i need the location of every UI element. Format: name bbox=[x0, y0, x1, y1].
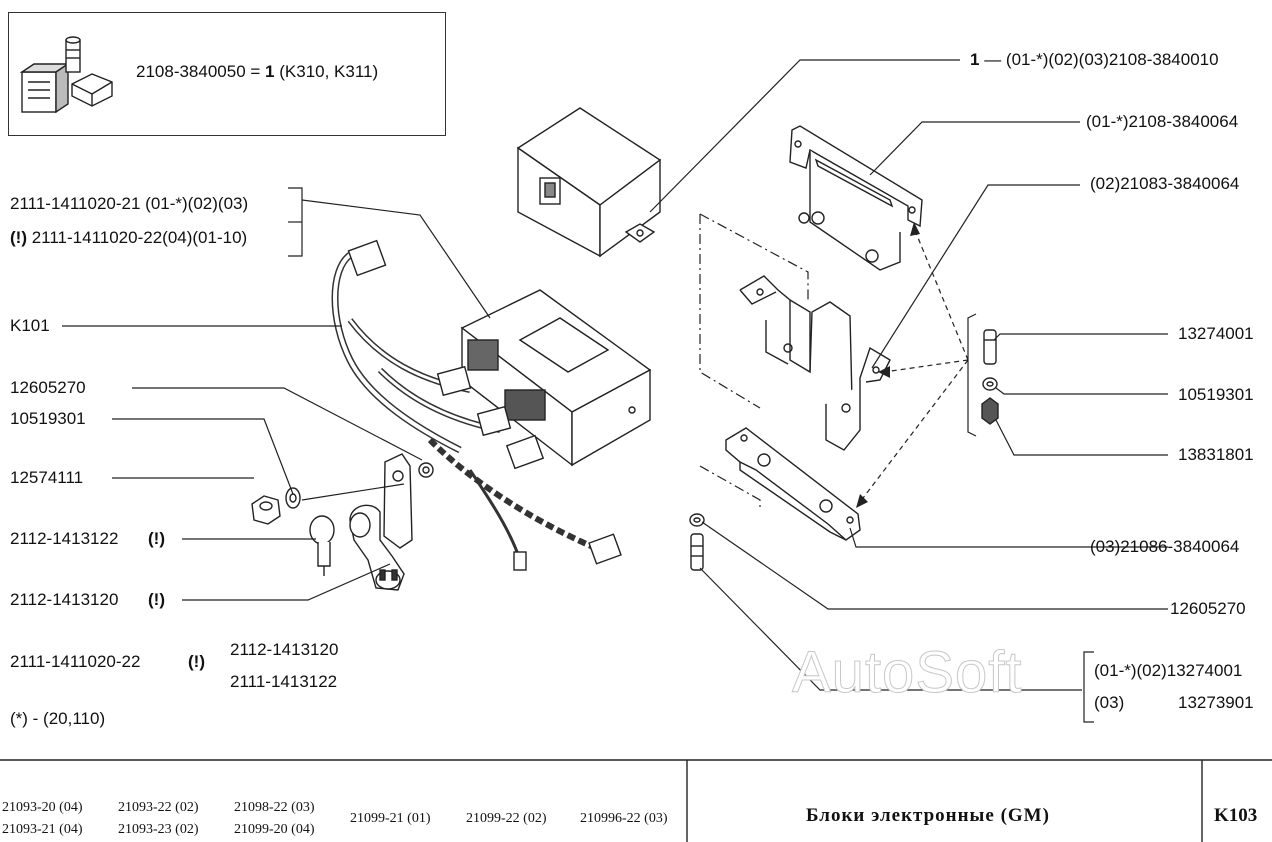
label-washer-12605270: 12605270 bbox=[10, 378, 86, 397]
inset-formula-suffix: (K310, K311) bbox=[274, 62, 379, 81]
label-nut-13831801: 13831801 bbox=[1178, 445, 1254, 464]
label-mark-2: (!) bbox=[148, 590, 165, 609]
model-21093-23: 21093-23 (02) bbox=[118, 822, 199, 837]
label-bolt-variant-2-group: (03) bbox=[1094, 693, 1125, 712]
label-washer-10519301-right: 10519301 bbox=[1178, 385, 1254, 404]
label-ecu-line2-text: 2111-1411020-22(04)(01-10) bbox=[26, 228, 248, 247]
item-1-number: 1 bbox=[970, 50, 980, 69]
wiring-harness bbox=[331, 239, 622, 571]
model-21099-21: 21099-21 (01) bbox=[350, 811, 431, 826]
label-k101: K101 bbox=[10, 316, 50, 335]
sheet-number: K103 bbox=[1214, 805, 1258, 826]
model-21098-22: 21098-22 (03) bbox=[234, 800, 315, 815]
fasteners-lower bbox=[689, 513, 705, 571]
label-bracket-03: (03)21086-3840064 bbox=[1090, 537, 1240, 556]
label-2112-1413120: 2112-1413120 bbox=[10, 590, 119, 609]
label-item-1: 1 — (01-*)(02)(03)2108-3840010 bbox=[970, 50, 1219, 70]
note-mark: (!) bbox=[188, 652, 205, 671]
note-replace-1: 2112-1413120 bbox=[230, 640, 339, 659]
ecu-unit bbox=[460, 289, 652, 467]
model-210996-22: 210996-22 (03) bbox=[580, 811, 668, 826]
label-mark-1: (!) bbox=[148, 529, 165, 548]
inset-box bbox=[8, 12, 446, 136]
label-ecu-line1: 2111-1411020-21 (01-*)(02)(03) bbox=[10, 194, 249, 213]
control-unit-1 bbox=[516, 107, 662, 258]
nut-washer-socket bbox=[251, 487, 335, 576]
inset-formula-prefix: 2108-3840050 = bbox=[136, 62, 266, 81]
item-1-dash: — bbox=[979, 50, 1006, 69]
note-replace-2: 2111-1413122 bbox=[230, 672, 338, 691]
fasteners-right bbox=[981, 329, 999, 425]
label-washer-12605270-right: 12605270 bbox=[1170, 599, 1246, 618]
label-bolt-13274001: 13274001 bbox=[1178, 324, 1254, 343]
sensor bbox=[349, 453, 434, 591]
inset-icon bbox=[19, 36, 113, 114]
model-21099-20: 21099-20 (04) bbox=[234, 822, 315, 837]
inset-formula-bold: 1 bbox=[265, 62, 275, 81]
label-bracket-01: (01-*)2108-3840064 bbox=[1086, 112, 1239, 131]
note-part: 2111-1411020-22 bbox=[10, 652, 141, 671]
bracket-03 bbox=[725, 427, 861, 541]
item-1-code: (01-*)(02)(03)2108-3840010 bbox=[1005, 50, 1219, 69]
model-21099-22: 21099-22 (02) bbox=[466, 811, 547, 826]
label-ecu-mark: (!) bbox=[10, 228, 27, 247]
bracket-02 bbox=[739, 275, 891, 451]
bracket-01 bbox=[789, 125, 923, 271]
label-bolt-variant-2-code: 13273901 bbox=[1178, 693, 1254, 712]
label-nut-12574111: 12574111 bbox=[10, 468, 84, 487]
model-21093-20: 21093-20 (04) bbox=[2, 800, 83, 815]
page-title: Блоки электронные (GM) bbox=[806, 805, 1050, 826]
label-bolt-variant-1: (01-*)(02)13274001 bbox=[1094, 661, 1243, 680]
model-21093-22: 21093-22 (02) bbox=[118, 800, 199, 815]
label-bracket-02: (02)21083-3840064 bbox=[1090, 174, 1240, 193]
model-21093-21: 21093-21 (04) bbox=[2, 822, 83, 837]
label-ecu-line2: (!) 2111-1411020-22(04)(01-10) bbox=[10, 228, 247, 248]
watermark: AutoSoft bbox=[791, 640, 1023, 706]
label-2112-1413122: 2112-1413122 bbox=[10, 529, 119, 548]
inset-formula: 2108-3840050 = 1 (K310, K311) bbox=[136, 62, 378, 82]
label-washer-10519301: 10519301 bbox=[10, 409, 86, 428]
footnote: (*) - (20,110) bbox=[10, 709, 106, 728]
